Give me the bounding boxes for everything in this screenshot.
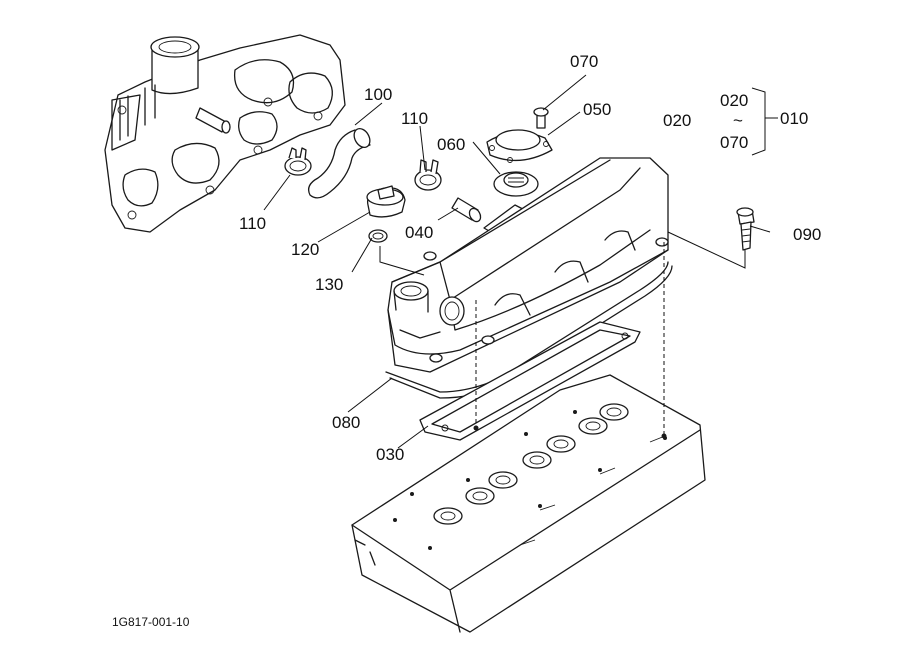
label-100: 100 [364, 85, 392, 104]
label-range-sep: ~ [733, 111, 743, 130]
label-090: 090 [793, 225, 821, 244]
hose-100 [307, 128, 371, 199]
label-120: 120 [291, 240, 319, 259]
label-110-right: 110 [401, 109, 428, 128]
valve-seats [433, 403, 629, 525]
label-060: 060 [437, 135, 465, 154]
valve-cover [387, 157, 669, 373]
clamp-110-right [414, 159, 442, 191]
o-ring-130 [368, 229, 388, 243]
leader-lines [263, 74, 778, 449]
label-040: 040 [405, 223, 433, 242]
label-130: 130 [315, 275, 343, 294]
collar-040 [451, 197, 482, 223]
gasket-030 [419, 321, 641, 441]
assembly-lines [379, 231, 746, 439]
label-050: 050 [583, 100, 611, 119]
label-110-left: 110 [239, 214, 266, 233]
cylinder-head [351, 374, 706, 633]
label-010: 010 [780, 109, 808, 128]
label-070: 070 [570, 52, 598, 71]
manifold [104, 34, 346, 233]
part-labels: 070 050 060 100 110 110 040 120 130 020 … [112, 52, 821, 629]
oil-filler-cap-120 [366, 185, 406, 218]
screw-070 [533, 107, 549, 129]
figure-code: 1G817-001-10 [112, 615, 190, 629]
label-range-bottom: 070 [720, 133, 748, 152]
bolt-090 [736, 207, 755, 251]
clamp-110-left [284, 147, 312, 176]
label-080: 080 [332, 413, 360, 432]
breather-cover-050 [486, 129, 553, 163]
label-030: 030 [376, 445, 404, 464]
label-range-top: 020 [720, 91, 748, 110]
label-020: 020 [663, 111, 691, 130]
diaphragm-060 [493, 171, 539, 197]
